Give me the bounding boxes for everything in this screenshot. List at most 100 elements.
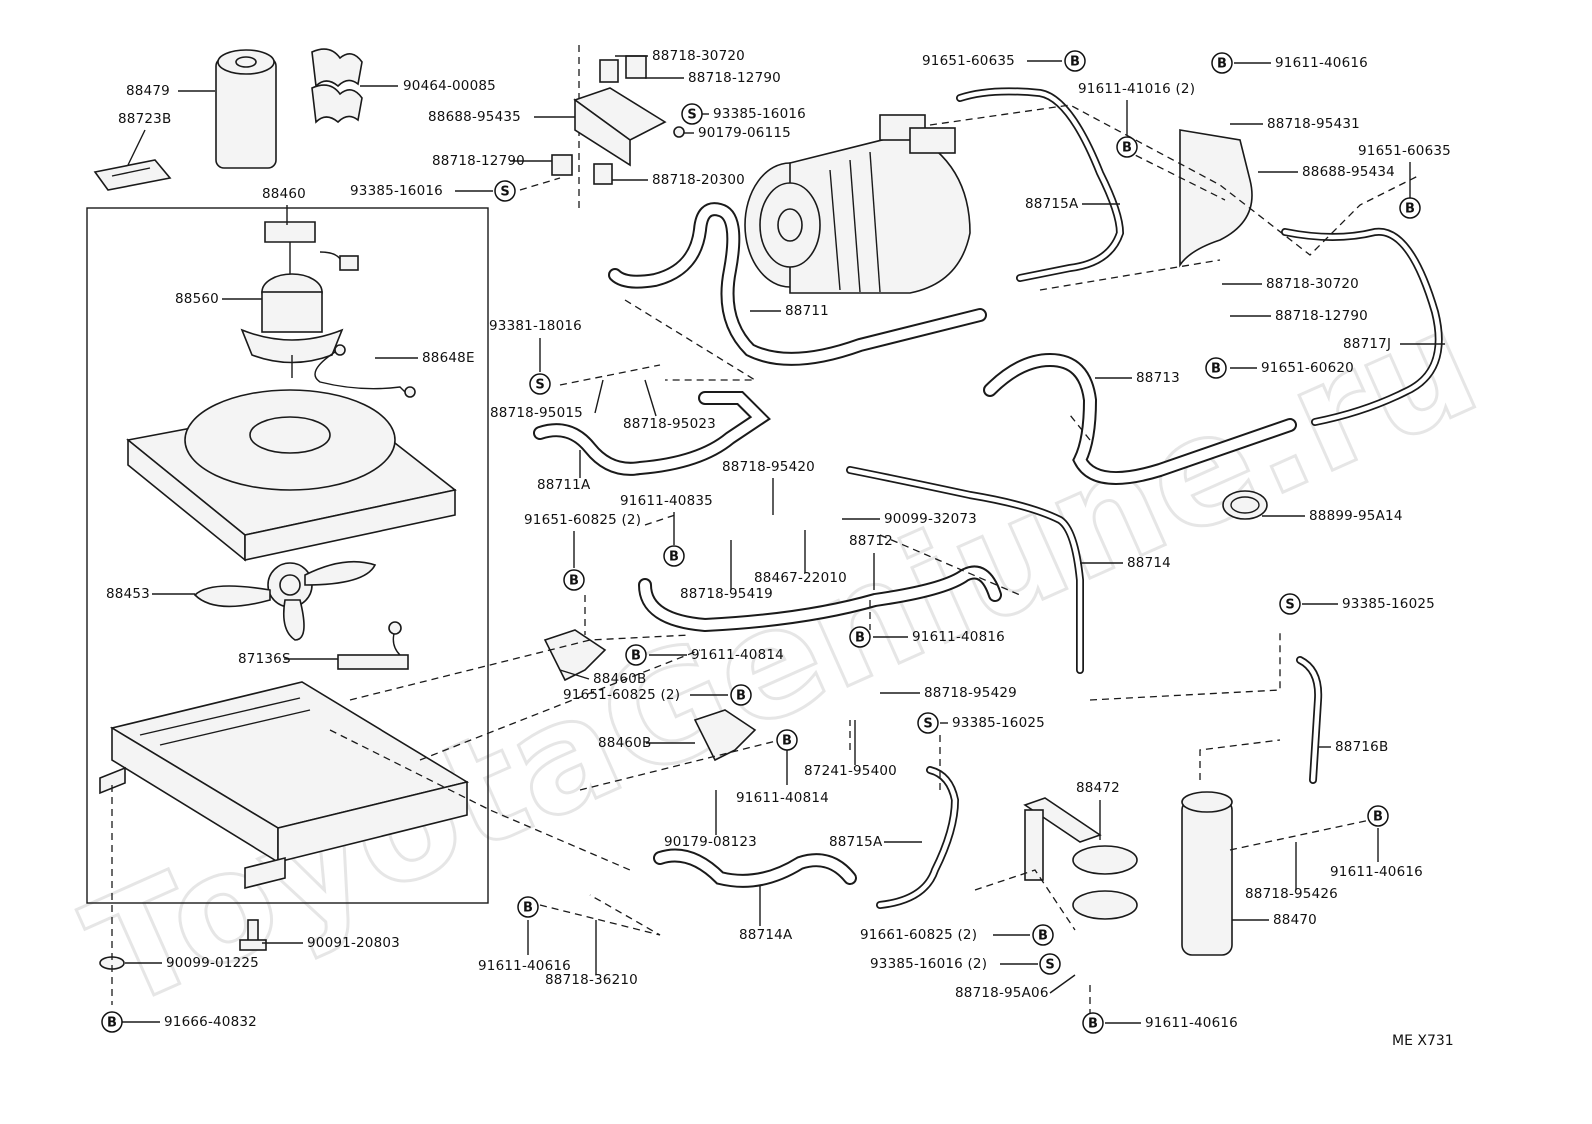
hoses xyxy=(533,87,1443,909)
callout-c43: 88718-95419 xyxy=(680,540,773,602)
symbol-letter: S xyxy=(1285,598,1294,613)
part-number-label: 93385-16016 xyxy=(350,183,443,199)
symbol-letter: B xyxy=(1122,141,1132,156)
bolt-symbol-icon xyxy=(1367,805,1389,827)
wire-harness xyxy=(314,351,411,398)
symbol-letter: B xyxy=(1405,202,1415,217)
symbol-letter: S xyxy=(1045,958,1054,973)
part-number-label: 88479 xyxy=(126,83,170,99)
symbol-letter: S xyxy=(687,108,696,123)
part-number-label: 87241-95400 xyxy=(804,763,897,779)
callout-c61: 88718-95426 xyxy=(1245,842,1338,902)
callout-c31: 88711 xyxy=(750,303,829,319)
symbol-letter: S xyxy=(923,717,932,732)
part-number-label: 88715A xyxy=(1025,196,1079,212)
symbol-letter: B xyxy=(1038,929,1048,944)
part-number-label: 91651-60620 xyxy=(1261,360,1354,376)
part-number-label: 88472 xyxy=(1076,780,1120,796)
bolt-symbol-icon xyxy=(849,626,871,648)
part-number-label: 88648E xyxy=(422,350,475,366)
callout-c45: 88714 xyxy=(1080,555,1171,571)
bolt-symbol-icon xyxy=(101,1011,123,1033)
part-number-label: 91611-40616 xyxy=(1330,864,1423,880)
callout-c49: B 91651-60825 (2) xyxy=(563,684,752,706)
part-number-label: 93381-18016 xyxy=(489,318,582,334)
part-number-label: 91611-40835 xyxy=(620,493,713,509)
callout-c59: 88715A xyxy=(829,834,922,850)
clamp-part xyxy=(311,48,363,124)
bolt-symbol-icon xyxy=(1211,52,1233,74)
part-number-label: 88467-22010 xyxy=(754,570,847,586)
symbol-letter: B xyxy=(1373,810,1383,825)
callout-c9: 90091-20803 xyxy=(262,935,400,951)
callout-c33: 88718-95015 xyxy=(490,379,604,421)
part-number-label: 88718-12790 xyxy=(432,153,525,169)
callout-c60: B 91611-40616 xyxy=(1330,805,1423,880)
bolt-symbol-icon xyxy=(517,896,539,918)
part-number-label: 88453 xyxy=(106,586,150,602)
part-number-label: 91611-40814 xyxy=(736,790,829,806)
part-number-label: 90464-00085 xyxy=(403,78,496,94)
part-number-label: 88688-95434 xyxy=(1302,164,1395,180)
bolt-symbol-icon xyxy=(1399,197,1421,219)
symbol-letter: B xyxy=(631,649,641,664)
callout-c2: 90464-00085 xyxy=(360,78,496,94)
callout-c26: 88715A xyxy=(1025,196,1120,212)
callout-c16: 90179-06115 xyxy=(684,125,791,141)
bolt-symbol-icon xyxy=(663,545,685,567)
callout-c40: 90099-32073 xyxy=(842,511,977,527)
part-number-label: 91651-60825 (2) xyxy=(563,687,680,703)
part-number-label: 88718-12790 xyxy=(1275,308,1368,324)
part-number-label: 88899-95A14 xyxy=(1309,508,1403,524)
part-number-label: 88718-36210 xyxy=(545,972,638,988)
dashed-leaders xyxy=(329,104,1421,1025)
symbol-letter: B xyxy=(523,901,533,916)
part-number-label: 88718-95419 xyxy=(680,586,773,602)
symbol-letter: B xyxy=(569,574,579,589)
hose-clamp-88899 xyxy=(1222,490,1268,520)
bolt-symbol-icon xyxy=(776,729,798,751)
blower-motor xyxy=(240,221,359,378)
callout-c67: 88718-36210 xyxy=(545,920,638,988)
part-number-label: 93385-16025 xyxy=(952,715,1045,731)
part-number-label: 91651-60825 (2) xyxy=(524,512,641,528)
part-number-label: 88711A xyxy=(537,477,591,493)
callout-c36: 88713 xyxy=(1095,370,1180,386)
callout-c57: 88472 xyxy=(1076,780,1120,840)
symbol-letter: B xyxy=(1217,57,1227,72)
callout-c65: S 93385-16016 (2) xyxy=(870,953,1061,975)
screw-symbol-icon xyxy=(681,103,703,125)
bracket-upper xyxy=(551,55,685,185)
bolt-symbol-icon xyxy=(1082,1012,1104,1034)
part-number-label: 88718-20300 xyxy=(652,172,745,188)
callout-c68: 88718-95A06 xyxy=(955,974,1076,1001)
part-number-label: 88718-95015 xyxy=(490,405,583,421)
cooling-fan xyxy=(193,560,377,641)
callout-c23: 88718-95431 xyxy=(1230,116,1360,132)
resistor-block xyxy=(337,621,409,670)
callout-c1: 88479 xyxy=(126,83,215,99)
callout-c53: 88460B xyxy=(598,735,695,751)
part-number-label: 93385-16016 (2) xyxy=(870,956,987,972)
part-number-label: 88718-95A06 xyxy=(955,985,1049,1001)
callout-c55: 87241-95400 xyxy=(804,720,897,779)
symbol-letter: B xyxy=(736,689,746,704)
bolt-symbol-icon xyxy=(625,644,647,666)
part-number-label: 88470 xyxy=(1273,912,1317,928)
part-number-label: 87136S xyxy=(238,651,291,667)
callout-c44: 88899-95A14 xyxy=(1262,508,1403,524)
callout-c13: 88718-12790 xyxy=(645,70,781,86)
